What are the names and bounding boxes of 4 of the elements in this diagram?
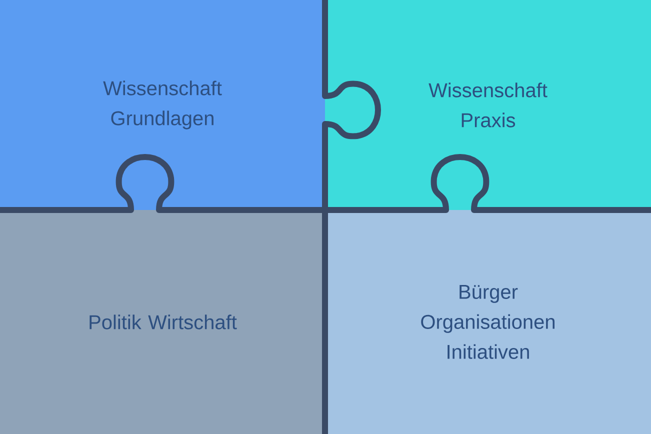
puzzle-piece: Wissenschaft Praxis [325, 0, 651, 210]
puzzle-piece: Wissenschaft Grundlagen [0, 0, 325, 210]
puzzle-piece: Bürger Organisationen Initiativen [325, 210, 651, 434]
puzzle-piece: Politik Wirtschaft [0, 210, 325, 434]
